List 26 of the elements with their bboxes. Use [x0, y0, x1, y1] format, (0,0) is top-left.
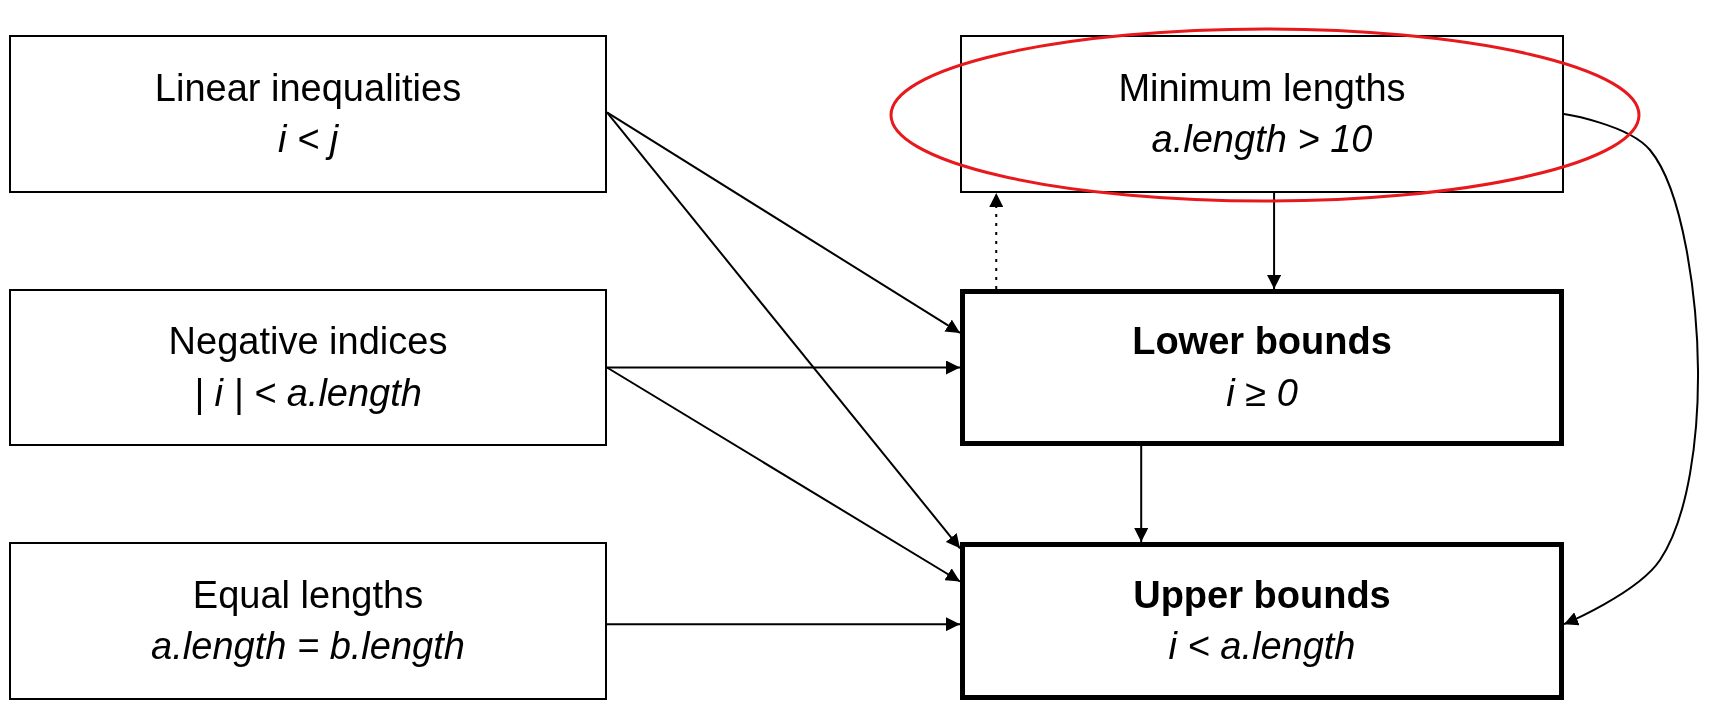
arrow: [1563, 113, 1699, 626]
formula-text: i < j: [277, 117, 339, 162]
arrow: [989, 192, 1004, 290]
formula-text: a.length = b.length: [151, 624, 465, 669]
box-title: Equal lengths: [192, 572, 424, 618]
arrow: [606, 617, 961, 632]
arrow: [606, 366, 961, 583]
arrow: [606, 360, 961, 375]
formula-text: | i | < a.length: [194, 370, 422, 417]
arrow: [1267, 192, 1282, 290]
formula-text: a.length > 10: [1151, 117, 1373, 162]
box-title: Upper bounds: [1133, 572, 1391, 618]
box-title: Negative indices: [168, 319, 448, 365]
formula-text: i < a.length: [1168, 624, 1356, 669]
process-box: [9, 35, 607, 193]
box-title: Minimum lengths: [1118, 65, 1406, 111]
formula-text: i ≥ 0: [1226, 370, 1298, 416]
box-title: Lower bounds: [1132, 319, 1392, 365]
arrow: [1134, 445, 1149, 543]
process-box: [960, 542, 1564, 700]
process-box: [960, 289, 1564, 446]
arrow: [606, 111, 961, 334]
process-box: [9, 289, 607, 446]
process-box: [9, 542, 607, 700]
process-box: [960, 35, 1564, 193]
box-title: Linear inequalities: [154, 65, 462, 111]
